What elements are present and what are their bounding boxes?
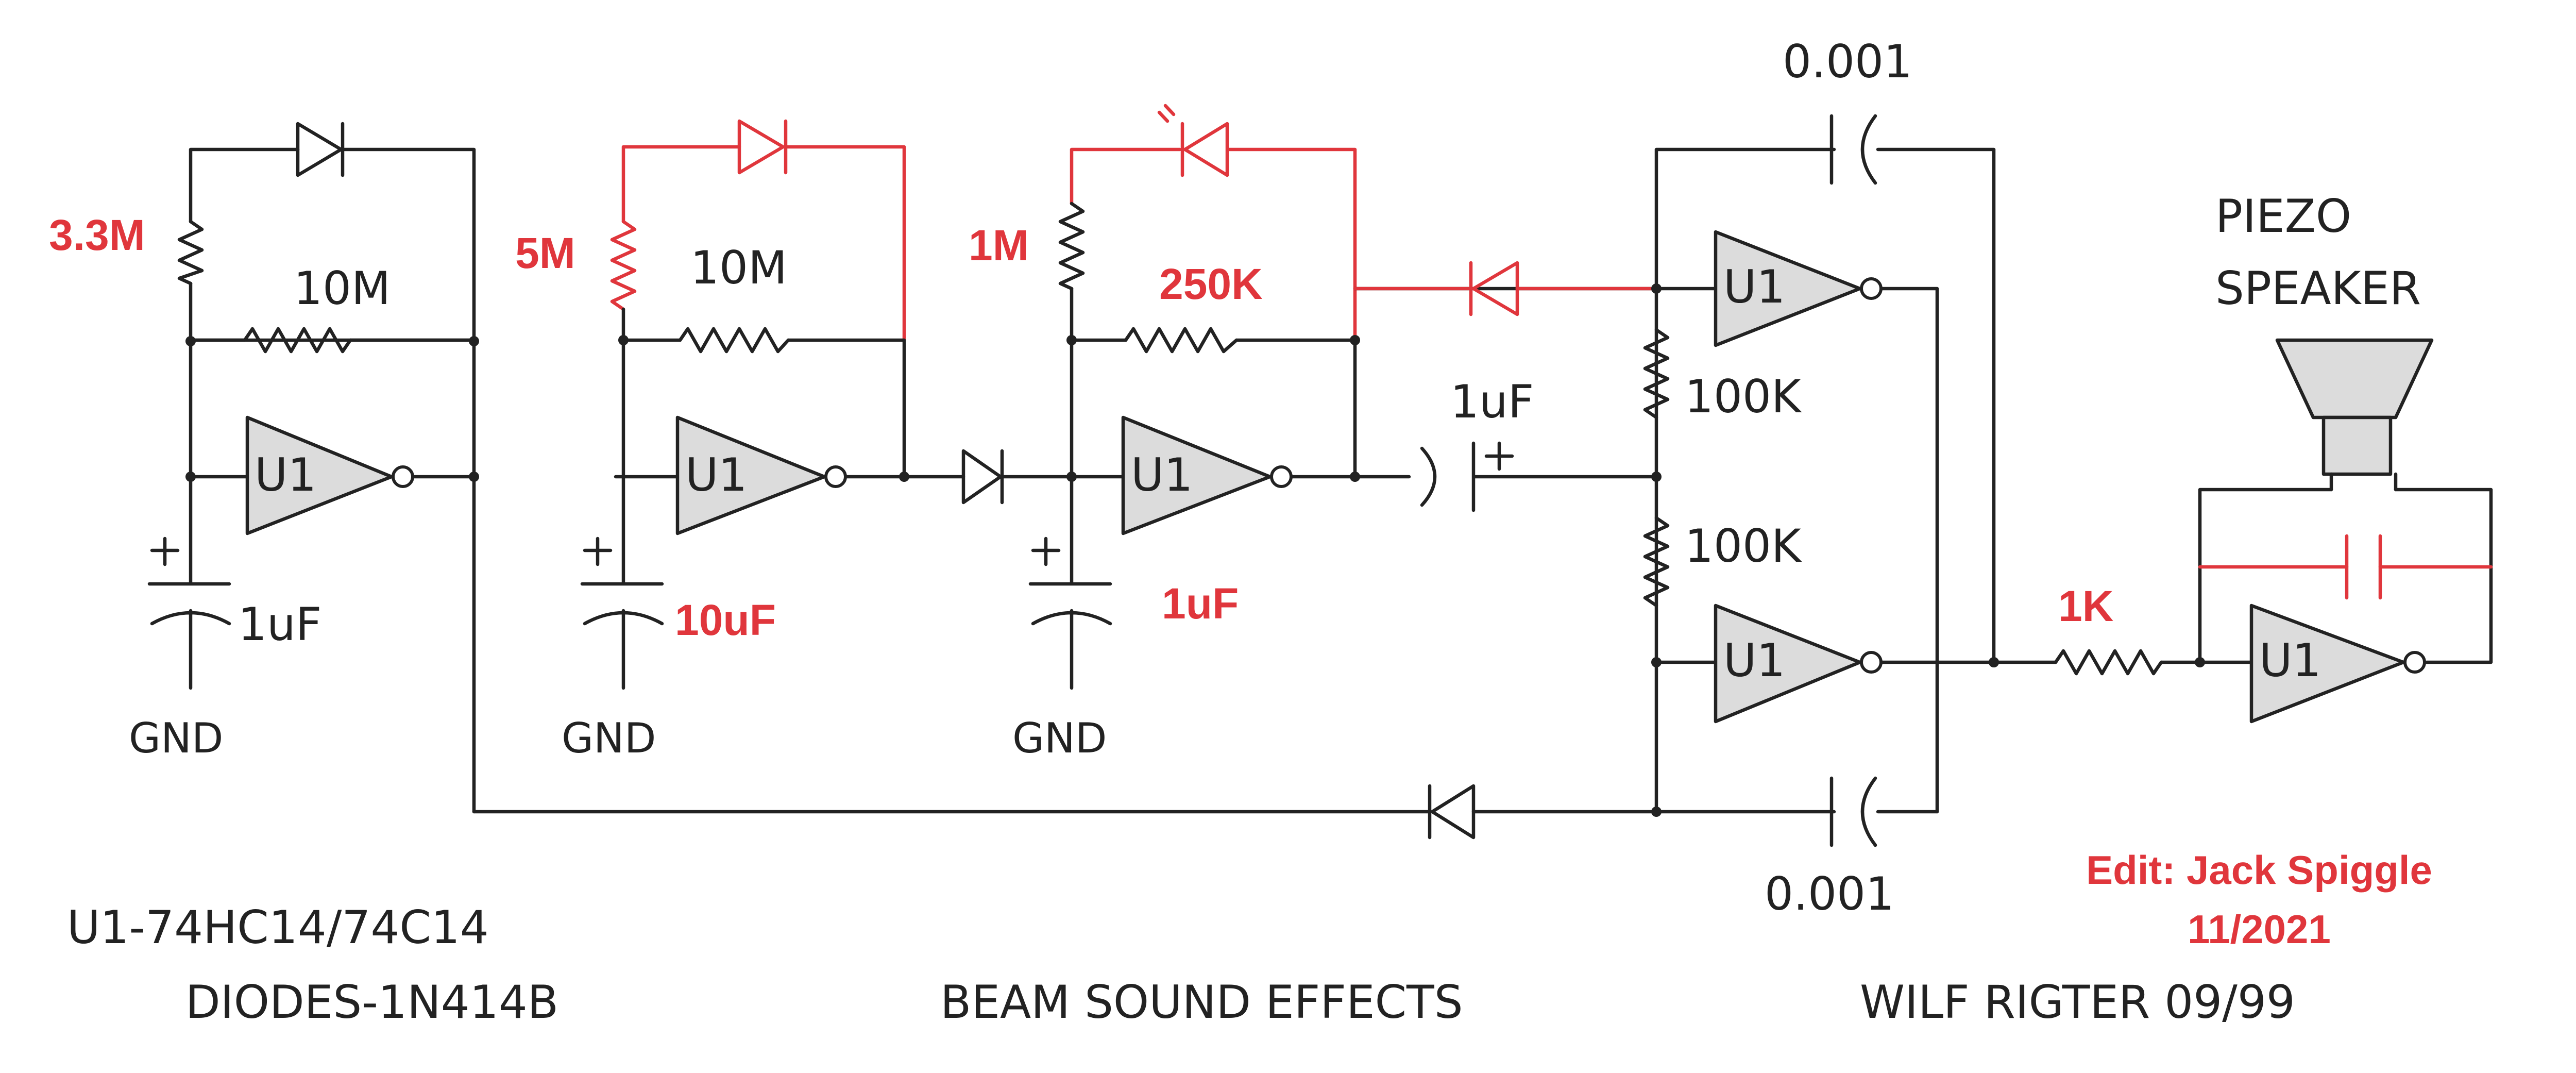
label-r2b: 10M xyxy=(690,241,787,294)
inverter-output: U1 xyxy=(2249,603,2426,724)
gate-label: U1 xyxy=(255,448,316,501)
edit-credit-line-1: Edit: Jack Spiggle xyxy=(2086,847,2432,893)
label-c2: 10uF xyxy=(675,596,776,644)
diode-feedback xyxy=(1353,261,1658,316)
label-gnd2: GND xyxy=(562,714,656,762)
output-stage: 1K U1 PIEZO SPEAKER xyxy=(1989,190,2493,724)
footer: U1-74HC14/74C14 DIODES-1N414B BEAM SOUND… xyxy=(67,847,2432,1029)
label-r1b: 10M xyxy=(294,262,391,315)
label-r1a: 3.3M xyxy=(49,211,145,259)
label-r-div2: 100K xyxy=(1685,519,1802,573)
mixer: 0.001 100K 100K U1 U1 0.001 xyxy=(1643,35,1999,920)
stage-3: U1 1M 250K 1uF GND xyxy=(969,104,1658,762)
resistor-r1b xyxy=(243,327,352,354)
capacitor-coupling: 1uF xyxy=(1353,375,1658,512)
gate-label: U1 xyxy=(2259,634,2321,687)
inverter-1: U1 xyxy=(245,415,414,535)
label-speaker-line2: SPEAKER xyxy=(2215,262,2421,315)
capacitor-c1 xyxy=(147,475,231,690)
parts-line-2: DIODES-1N414B xyxy=(185,976,558,1029)
label-r3a: 1M xyxy=(969,221,1029,270)
inverter-2: U1 xyxy=(675,415,847,535)
resistor-r1a xyxy=(177,220,204,286)
resistor-r3a xyxy=(1058,202,1085,291)
label-r2a: 5M xyxy=(515,229,575,277)
inverter-3: U1 xyxy=(1121,415,1293,535)
piezo-speaker-icon xyxy=(2275,338,2434,492)
label-gnd3: GND xyxy=(1012,714,1107,762)
capacitor-c2 xyxy=(580,475,664,690)
resistor-r2a xyxy=(610,220,637,311)
resistor-r3b xyxy=(1124,327,1239,354)
label-r-out: 1K xyxy=(2058,582,2113,630)
diode-link-2-3 xyxy=(902,449,1074,505)
capacitor-bottom xyxy=(1829,776,1877,847)
resistor-r2b xyxy=(678,327,790,354)
stage-2: U1 5M 10M 10uF GND xyxy=(515,119,909,762)
capacitor-top xyxy=(1829,114,1877,185)
label-r3b: 250K xyxy=(1159,260,1263,308)
resistor-out xyxy=(2054,649,2163,676)
gate-label: U1 xyxy=(1723,634,1785,687)
led-3 xyxy=(1157,104,1229,177)
author-credit: WILF RIGTER 09/99 xyxy=(1860,976,2295,1029)
resistor-div1 xyxy=(1643,328,1670,420)
diagram-title: BEAM SOUND EFFECTS xyxy=(940,976,1463,1029)
inverter-upper: U1 xyxy=(1714,230,1883,347)
gate-label: U1 xyxy=(1131,448,1193,501)
diode-2 xyxy=(737,119,788,175)
label-gnd1: GND xyxy=(129,714,223,762)
capacitor-c3 xyxy=(1028,475,1112,690)
parts-line-1: U1-74HC14/74C14 xyxy=(67,901,489,954)
label-speaker-line1: PIEZO xyxy=(2215,190,2351,243)
inverter-lower: U1 xyxy=(1714,603,1883,724)
label-c-top: 0.001 xyxy=(1783,35,1912,88)
gate-label: U1 xyxy=(685,448,747,501)
edit-credit-line-2: 11/2021 xyxy=(2188,907,2331,952)
label-c3: 1uF xyxy=(1162,579,1239,628)
resistor-div2 xyxy=(1643,516,1670,608)
gate-label: U1 xyxy=(1723,260,1785,313)
label-c1: 1uF xyxy=(238,598,321,651)
label-c-bottom: 0.001 xyxy=(1765,867,1894,920)
stage-1: U1 3.3M 10M 1uF GND xyxy=(49,122,479,814)
diode-return xyxy=(472,784,1658,840)
label-r-div1: 100K xyxy=(1685,370,1802,423)
label-c-coupling: 1uF xyxy=(1450,375,1534,428)
capacitor-speaker xyxy=(2345,534,2382,600)
diode-1 xyxy=(296,122,345,177)
